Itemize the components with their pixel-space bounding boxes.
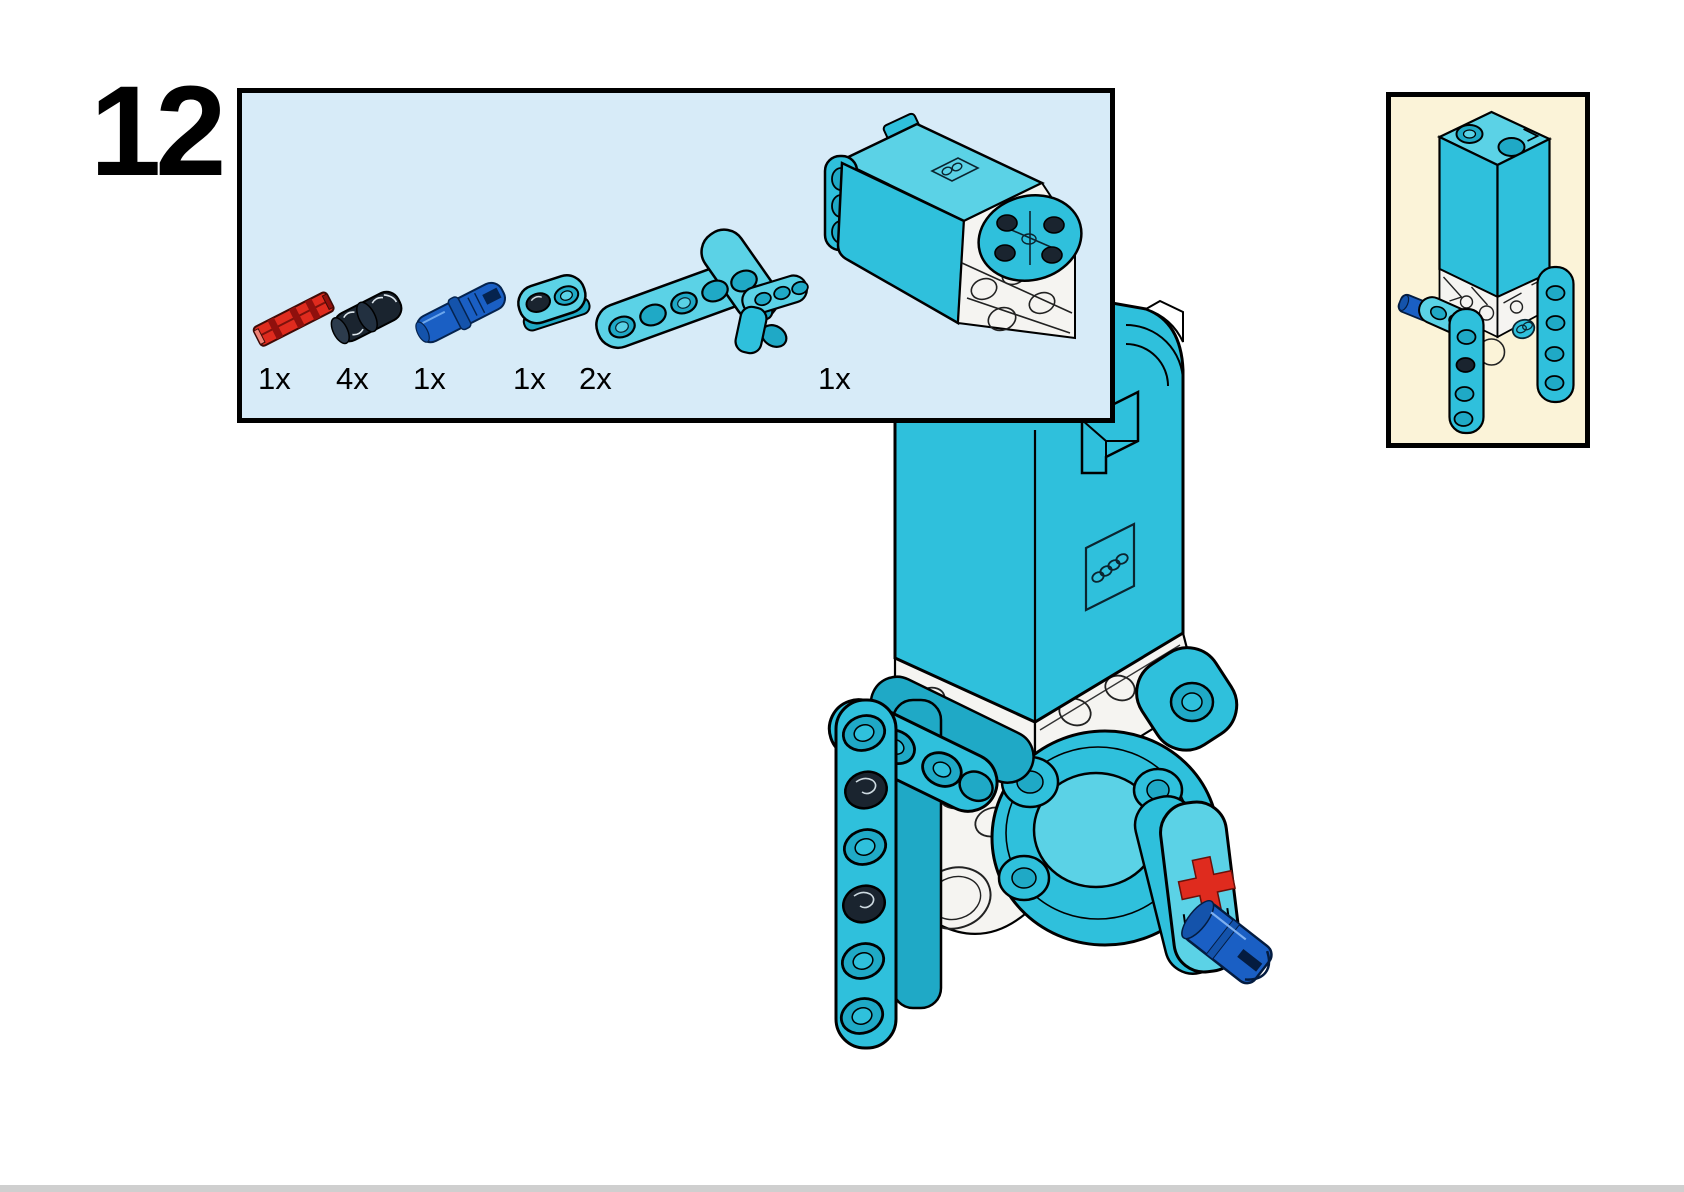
qty-label: 1x bbox=[513, 361, 546, 396]
qty-label: 4x bbox=[336, 361, 369, 396]
qty-label: 1x bbox=[413, 361, 446, 396]
subassembly-preview-panel bbox=[1386, 92, 1590, 448]
liftarm-thin-1x2-azure-icon bbox=[517, 274, 591, 332]
pin-3l-blue-icon bbox=[415, 281, 506, 344]
motor-rotor-top-icon bbox=[977, 194, 1083, 282]
page-bottom-divider bbox=[0, 1185, 1684, 1192]
l-beam-leg-icon bbox=[1448, 307, 1485, 435]
qty-label: 1x bbox=[818, 361, 851, 396]
lego-logo-tile-icon bbox=[1084, 522, 1136, 612]
qty-label: 1x bbox=[258, 361, 291, 396]
blue-pin-inserted-icon bbox=[1181, 899, 1273, 985]
black-pin-icon bbox=[842, 884, 886, 924]
parts-drawings bbox=[252, 112, 1083, 355]
qty-label: 2x bbox=[579, 361, 612, 396]
black-pin-icon bbox=[844, 770, 888, 810]
parts-callout-panel: 1x 4x 1x 1x 2x 1x bbox=[237, 88, 1115, 423]
liftarm-l-3x5-azure-second-icon bbox=[734, 274, 809, 355]
subassembly-preview-icon bbox=[1397, 110, 1575, 435]
round-connector-icon bbox=[1135, 646, 1239, 752]
lego-logo-tile-icon bbox=[930, 157, 980, 182]
angular-motor-azure-icon bbox=[823, 112, 1083, 340]
pin-joiner-black-icon bbox=[330, 290, 403, 345]
lego-logo-tile-icon bbox=[1511, 318, 1536, 340]
step-number: 12 bbox=[90, 60, 226, 203]
axle-2l-notched-red-icon bbox=[252, 291, 335, 347]
l-beam-leg-icon bbox=[834, 698, 898, 1050]
